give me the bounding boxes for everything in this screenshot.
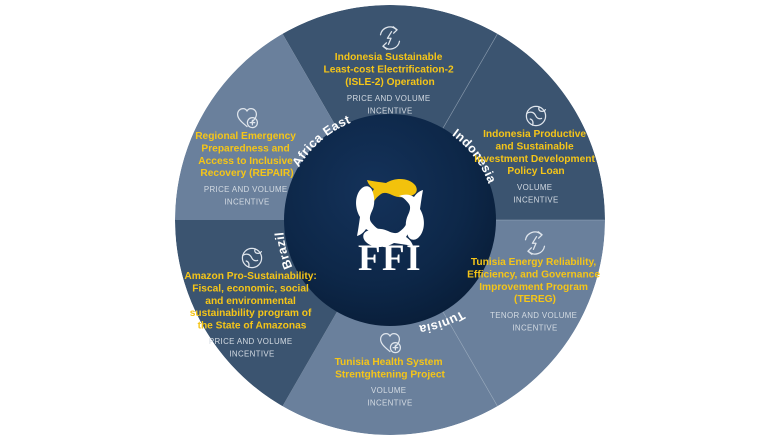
segment-subtitle-amazon: PRICE AND VOLUME INCENTIVE bbox=[209, 337, 295, 359]
segment-content-repair: Regional Emergency Preparedness and Acce… bbox=[195, 107, 299, 207]
segment-subtitle-isle-2: PRICE AND VOLUME INCENTIVE bbox=[347, 94, 433, 116]
ffi-logo: FFI bbox=[356, 179, 424, 279]
segment-subtitle-repair: PRICE AND VOLUME INCENTIVE bbox=[204, 185, 290, 207]
four-fish-pinwheel-icon bbox=[356, 179, 424, 247]
segment-title-isle-2: Indonesia Sustainable Least-cost Electri… bbox=[323, 52, 456, 88]
heart-health-icon bbox=[379, 332, 402, 354]
globe-icon bbox=[241, 247, 263, 269]
segment-title-tereg: Tunisia Energy Reliability, Efficiency, … bbox=[467, 257, 603, 305]
segment-title-amazon: Amazon Pro-Sustainability: Fiscal, econo… bbox=[184, 271, 319, 332]
segment-content-tunisia-health: Tunisia Health System Strentghtening Pro… bbox=[335, 332, 446, 408]
center-disc bbox=[284, 114, 496, 326]
ffi-logo-text: FFI bbox=[358, 238, 422, 279]
heart-health-icon bbox=[236, 107, 259, 129]
segment-title-indonesia-dpl: Indonesia Productive and Sustainable Inv… bbox=[474, 129, 597, 177]
segment-subtitle-tunisia-health: VOLUME INCENTIVE bbox=[367, 386, 412, 408]
segment-isle-2[interactable] bbox=[282, 5, 498, 220]
energy-cycle-icon bbox=[379, 26, 401, 50]
segment-content-isle-2: Indonesia Sustainable Least-cost Electri… bbox=[323, 26, 456, 116]
segment-content-tereg: Tunisia Energy Reliability, Efficiency, … bbox=[467, 231, 603, 333]
segment-subtitle-indonesia-dpl: VOLUME INCENTIVE bbox=[513, 183, 558, 205]
energy-cycle-icon bbox=[524, 231, 546, 255]
segment-subtitle-tereg: TENOR AND VOLUME INCENTIVE bbox=[490, 311, 580, 333]
segment-content-amazon: Amazon Pro-Sustainability: Fiscal, econo… bbox=[184, 247, 319, 359]
segment-title-tunisia-health: Tunisia Health System Strentghtening Pro… bbox=[335, 357, 446, 380]
segment-title-repair: Regional Emergency Preparedness and Acce… bbox=[195, 131, 299, 179]
globe-icon bbox=[525, 105, 547, 127]
segment-content-indonesia-dpl: Indonesia Productive and Sustainable Inv… bbox=[474, 105, 597, 205]
segment-tunisia-health[interactable] bbox=[282, 220, 498, 435]
